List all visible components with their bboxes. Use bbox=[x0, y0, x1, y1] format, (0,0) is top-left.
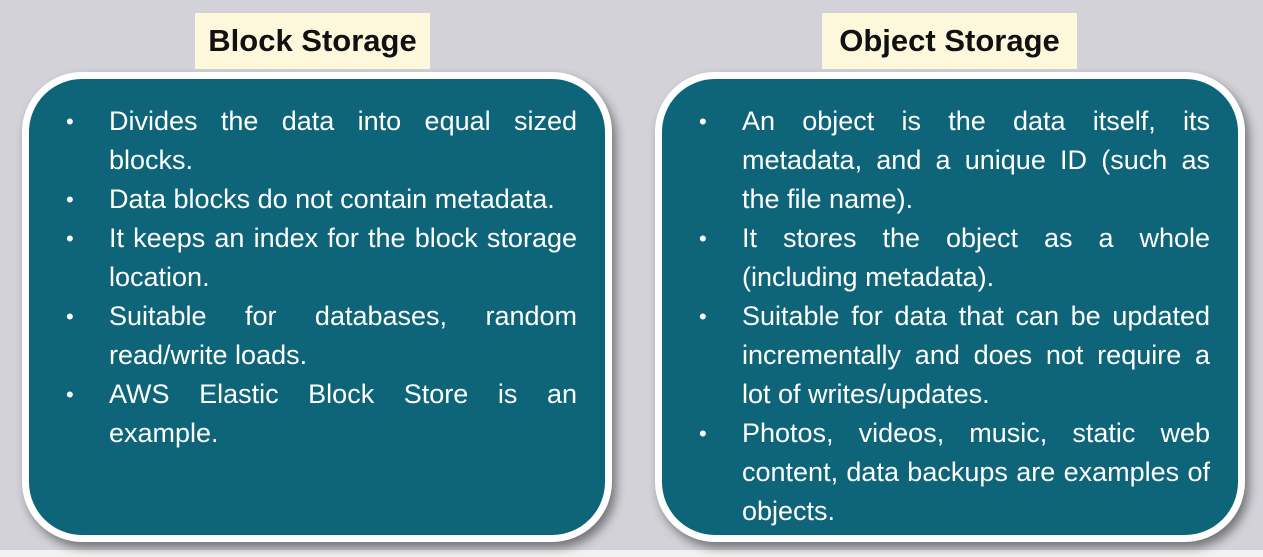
bullet-icon: • bbox=[699, 226, 707, 251]
list-item: • Photos, videos, music, static web conte… bbox=[699, 414, 1210, 531]
block-storage-panel: • Divides the data into equal sized block… bbox=[22, 72, 612, 542]
list-item: • It stores the object as a whole (includ… bbox=[699, 219, 1210, 297]
bullet-icon: • bbox=[699, 304, 707, 329]
bullet-icon: • bbox=[66, 187, 74, 212]
list-item-text: Photos, videos, music, static web conten… bbox=[742, 418, 1210, 526]
list-item-text: Divides the data into equal sized blocks… bbox=[109, 106, 577, 175]
bullet-icon: • bbox=[699, 421, 707, 446]
object-storage-title: Object Storage bbox=[822, 13, 1077, 69]
list-item-text: It stores the object as a whole (includi… bbox=[742, 223, 1210, 292]
list-item-text: Suitable for databases, random read/writ… bbox=[109, 301, 577, 370]
bullet-icon: • bbox=[66, 304, 74, 329]
list-item-text: An object is the data itself, its metada… bbox=[742, 106, 1210, 214]
list-item: • It keeps an index for the block storage… bbox=[66, 219, 577, 297]
list-item: • Suitable for data that can be updated i… bbox=[699, 297, 1210, 414]
list-item: • Data blocks do not contain metadata. bbox=[66, 180, 577, 219]
list-item-text: It keeps an index for the block storage … bbox=[109, 223, 577, 292]
bullet-icon: • bbox=[699, 109, 707, 134]
list-item: • Suitable for databases, random read/wri… bbox=[66, 297, 577, 375]
block-storage-list: • Divides the data into equal sized block… bbox=[66, 102, 577, 453]
list-item: • Divides the data into equal sized block… bbox=[66, 102, 577, 180]
list-item-text: Suitable for data that can be updated in… bbox=[742, 301, 1210, 409]
block-storage-title: Block Storage bbox=[195, 13, 430, 69]
list-item: • An object is the data itself, its metad… bbox=[699, 102, 1210, 219]
list-item-text: Data blocks do not contain metadata. bbox=[109, 184, 555, 214]
bullet-icon: • bbox=[66, 226, 74, 251]
bottom-strip bbox=[0, 550, 1263, 557]
list-item: • AWS Elastic Block Store is an example. bbox=[66, 375, 577, 453]
bullet-icon: • bbox=[66, 109, 74, 134]
object-storage-panel: • An object is the data itself, its metad… bbox=[655, 72, 1245, 542]
list-item-text: AWS Elastic Block Store is an example. bbox=[109, 379, 577, 448]
bullet-icon: • bbox=[66, 382, 74, 407]
object-storage-list: • An object is the data itself, its metad… bbox=[699, 102, 1210, 531]
